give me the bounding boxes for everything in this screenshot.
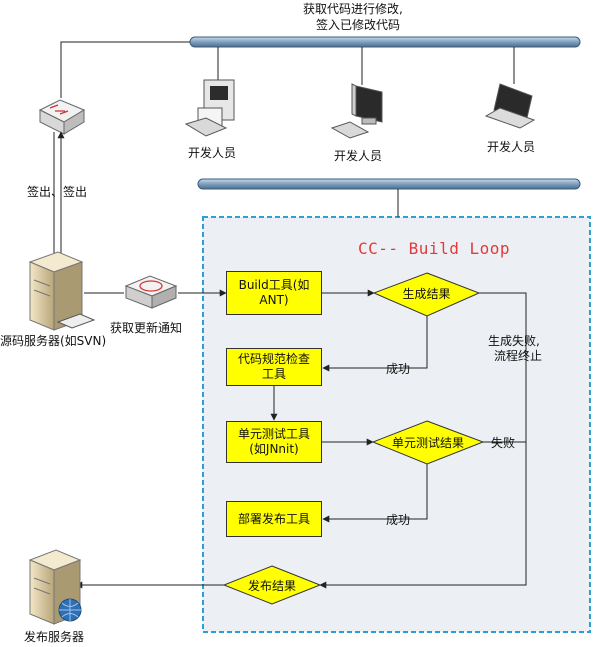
developer-monitor-icon xyxy=(330,83,383,139)
genresult-fail-line xyxy=(319,292,527,589)
developer-label-2: 开发人员 xyxy=(334,149,383,163)
fail-label: 失败 xyxy=(491,436,516,450)
developer-label-3: 开发人员 xyxy=(487,140,536,154)
source-server-label: 源码服务器(如SVN) xyxy=(0,334,107,348)
note-line-2: 签入已修改代码 xyxy=(316,18,401,32)
bus-to-switch-line xyxy=(60,41,190,98)
network-switch-icon xyxy=(38,99,86,135)
genresult-success-line xyxy=(322,316,428,372)
publish-result-diamond xyxy=(222,565,322,605)
publish-result-label: 发布结果 xyxy=(247,579,296,593)
notify-router-icon xyxy=(124,275,178,309)
note-line-1: 获取代码进行修改, xyxy=(303,2,403,16)
source-server-icon xyxy=(28,251,96,331)
fail-stop-line-2: 流程终止 xyxy=(494,349,543,363)
bottom-network-bus xyxy=(197,178,581,190)
developer-desktop-icon xyxy=(184,79,235,137)
developer-label-1: 开发人员 xyxy=(188,146,237,160)
unittest-success-line xyxy=(322,464,428,523)
unit-test-tool-box: 单元测试工具 (如JNnit) xyxy=(226,421,322,463)
code-check-box: 代码规范检查 工具 xyxy=(226,348,322,386)
checkout-label: 签出、签出 xyxy=(27,185,88,199)
build-tool-box: Build工具(如 ANT) xyxy=(226,271,322,315)
loop-title: CC-- Build Loop xyxy=(358,239,510,258)
unit-test-result-label: 单元测试结果 xyxy=(391,436,464,450)
deploy-tool-box: 部署发布工具 xyxy=(226,501,322,537)
developer-laptop-icon xyxy=(484,83,536,129)
top-network-bus xyxy=(189,36,581,48)
fail-stop-line-1: 生成失败, xyxy=(488,334,540,348)
success-label-2: 成功 xyxy=(386,513,411,527)
notify-label: 获取更新通知 xyxy=(110,321,183,335)
publish-server-icon xyxy=(28,549,82,625)
publish-server-label: 发布服务器 xyxy=(24,630,85,644)
gen-result-label: 生成结果 xyxy=(402,287,451,301)
success-label-1: 成功 xyxy=(386,362,411,376)
